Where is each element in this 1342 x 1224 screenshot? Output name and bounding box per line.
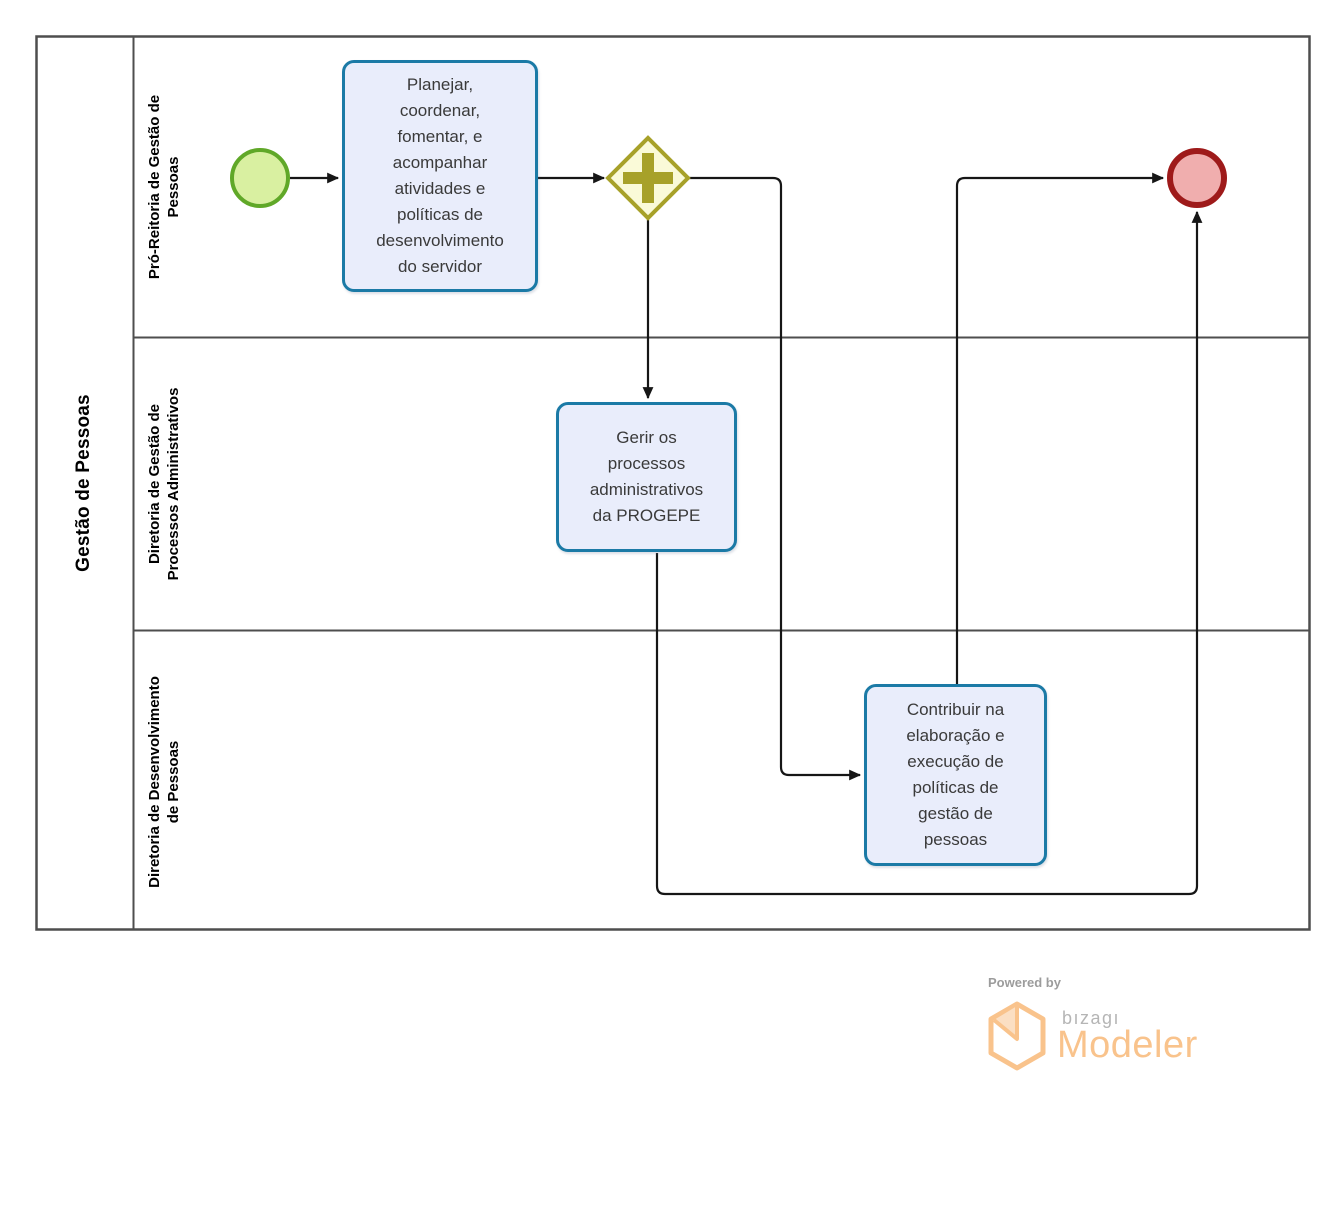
powered-by-text: Powered by [988,975,1061,990]
bizagi-hexagon-icon [988,1001,1046,1071]
modeler-wordmark: Modeler [1057,1024,1198,1066]
pool-label: Gestão de Pessoas [73,394,94,572]
start-event[interactable] [230,148,290,208]
flow-contribuir-to-end [955,172,1165,684]
flow-gerir-to-end [655,210,1203,896]
end-event[interactable] [1167,148,1227,208]
flow-gateway-to-contribuir [688,176,862,781]
pool-boundary [35,35,1311,931]
task-gerir[interactable]: Gerir os processos administrativos da PR… [556,402,737,552]
bizagi-wordmark: bızagı [1062,1008,1121,1028]
plus-icon [623,153,673,203]
lane-label-pro-reitoria: Pró-Reitoria de Gestão de Pessoas [146,94,182,280]
lane-label-desenvolvimento: Diretoria de Desenvolvimento de Pessoas [146,676,182,888]
task-contribuir[interactable]: Contribuir na elaboração e execução de p… [864,684,1047,866]
parallel-gateway[interactable] [605,135,691,221]
lane-label-gestao-processos: Diretoria de Gestão de Processos Adminis… [146,387,182,581]
task-planejar[interactable]: Planejar, coordenar, fomentar, e acompan… [342,60,538,292]
